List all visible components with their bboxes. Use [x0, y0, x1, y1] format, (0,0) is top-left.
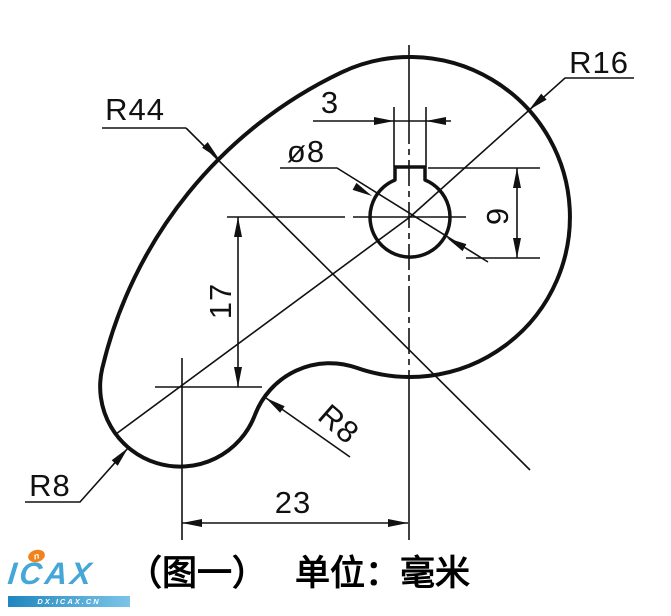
dim23-arrowhead-left	[182, 519, 202, 527]
dim9-arrowhead-top	[513, 168, 521, 188]
r8-lobe-leader-line	[25, 447, 129, 503]
part-outline-path	[98, 55, 572, 469]
label-dim9: 9	[480, 207, 515, 225]
keyhole-path	[368, 165, 452, 259]
dia8-leader-line	[280, 167, 489, 263]
logo-wordmark: ICAX	[6, 556, 96, 591]
dim9-arrowhead-bottom	[513, 238, 521, 258]
r16-leader-line	[409, 77, 634, 218]
dim3-arrowhead-right	[426, 117, 446, 125]
label-r8-fillet: R8	[312, 397, 366, 451]
caption-unit: 单位：毫米	[295, 554, 471, 593]
dim23-arrowhead-right	[388, 519, 408, 527]
r8-fillet-arrowhead	[266, 398, 285, 413]
r16-arrowhead	[529, 93, 547, 110]
label-dim17: 17	[203, 283, 238, 319]
label-dia8: ø8	[287, 134, 325, 169]
dia8-arrowhead-upper	[352, 182, 372, 196]
label-dim3: 3	[321, 85, 339, 120]
r44-arrowhead	[202, 142, 219, 159]
icax-logo: n ICAX DX.ICAX.CN	[6, 548, 134, 612]
centers-construction-line	[115, 216, 411, 435]
dim3-arrowhead-left	[374, 117, 394, 125]
label-r44: R44	[105, 92, 165, 127]
label-r16: R16	[569, 45, 629, 80]
r8-lobe-arrowhead	[111, 448, 128, 466]
r44-radius-line	[185, 127, 531, 471]
logo-url-banner: DX.ICAX.CN	[8, 596, 130, 607]
dim17-arrowhead-top	[234, 217, 242, 237]
label-r8-lobe: R8	[29, 468, 71, 503]
dia8-arrowhead-lower	[447, 238, 467, 252]
label-dim23: 23	[275, 485, 311, 520]
dim17-arrowhead-bottom	[234, 367, 242, 387]
figure-caption: （图一） 单位：毫米	[127, 545, 470, 596]
caption-figure-number: （图一）	[127, 554, 268, 593]
